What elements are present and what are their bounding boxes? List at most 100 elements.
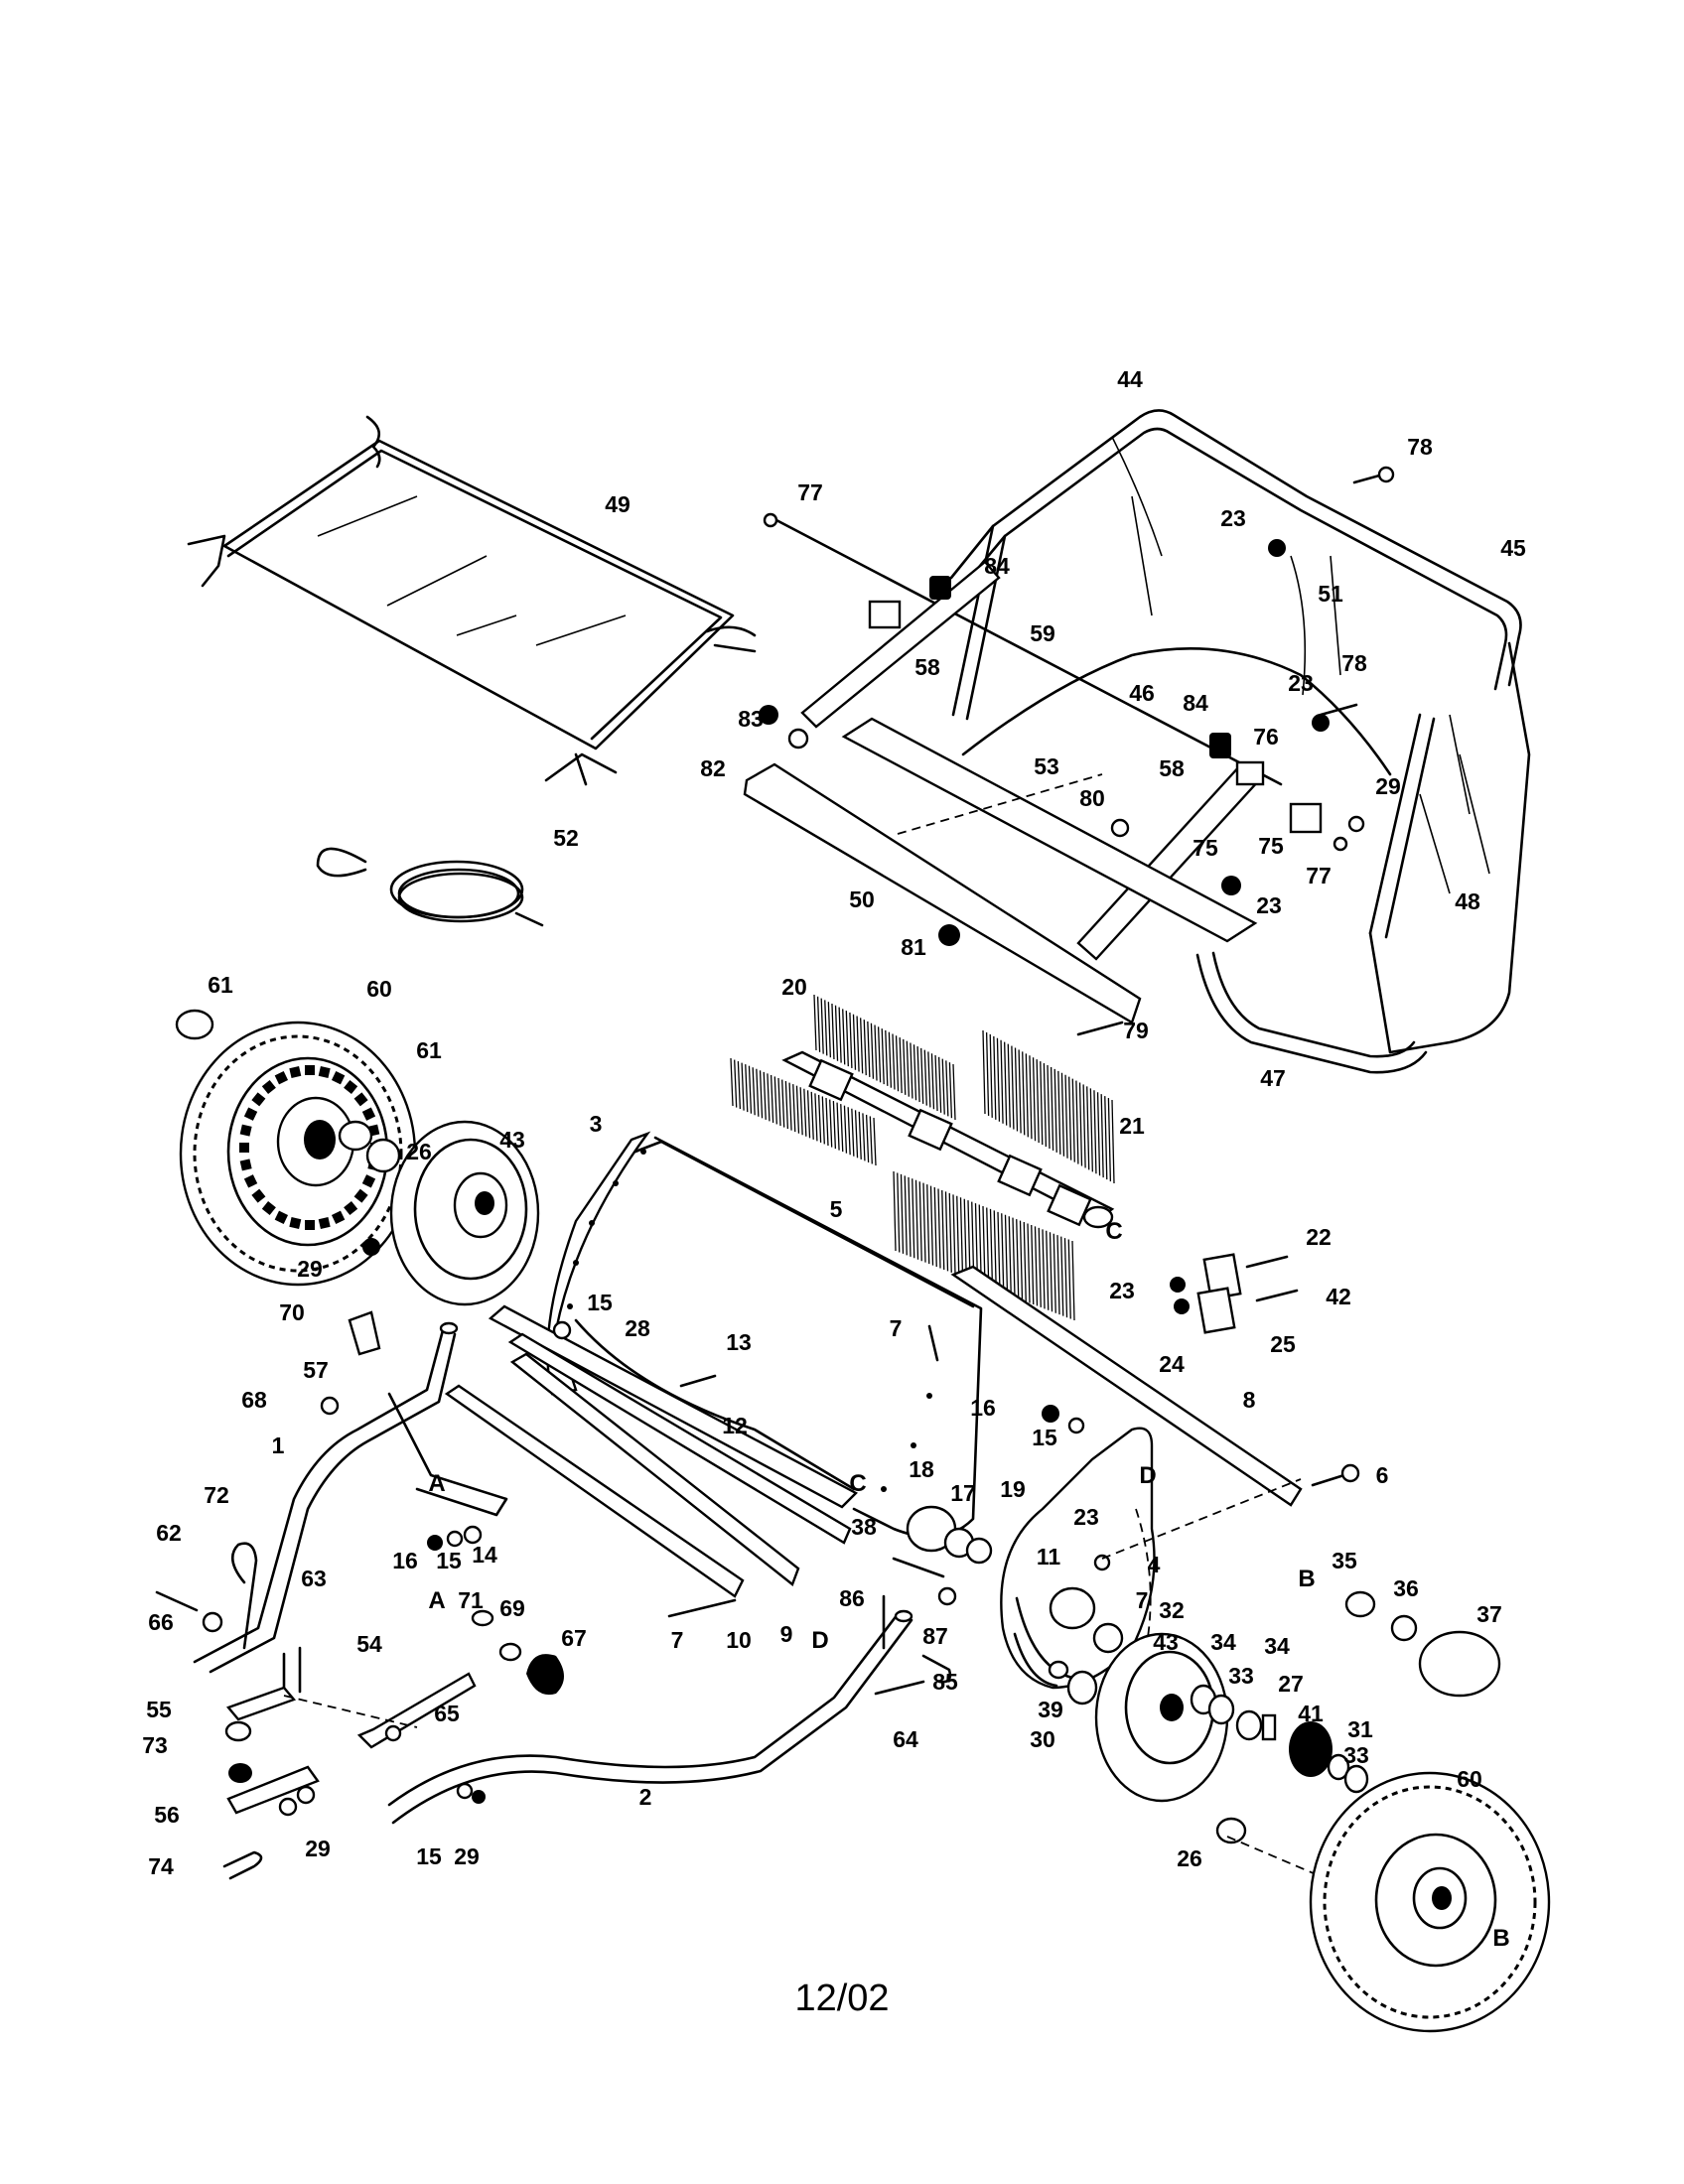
eye-bolt-72 [230, 1542, 258, 1650]
part-label-74: 74 [148, 1853, 174, 1879]
ratchet-41 [1289, 1721, 1333, 1777]
wheel-60-gear-teeth [239, 1065, 380, 1230]
part-label-5: 5 [830, 1196, 843, 1222]
part-label-28: 28 [625, 1315, 650, 1341]
clamp-55 [225, 1686, 297, 1721]
part-label-18: 18 [909, 1456, 934, 1482]
part-label-34: 34 [1210, 1629, 1236, 1655]
nut-83 [759, 705, 778, 725]
cover-outline [222, 439, 735, 751]
key-27 [1261, 1713, 1277, 1741]
part-label-43: 43 [1153, 1629, 1179, 1655]
pin-74 [222, 1850, 263, 1880]
brush-bristles [730, 994, 1115, 1321]
spacer-73a [224, 1720, 252, 1742]
reference-letter-C: C [1105, 1218, 1122, 1245]
part-label-66: 66 [148, 1609, 174, 1635]
rail-9 [509, 1352, 800, 1586]
hopper-rail-53 [841, 717, 1258, 943]
part-label-7: 7 [890, 1315, 903, 1341]
hopper-left-post-inner [965, 534, 1007, 721]
part-label-7: 7 [671, 1627, 684, 1653]
housing-front [488, 1131, 983, 1539]
pin-85 [921, 1654, 952, 1684]
cover-outline-inner [226, 449, 723, 741]
hubcap-61a [175, 1009, 214, 1040]
reference-letter-C: C [849, 1470, 866, 1497]
handle-1 [193, 1310, 508, 1674]
part-label-15: 15 [1032, 1425, 1057, 1450]
part-label-72: 72 [204, 1482, 229, 1508]
washer-33b [1343, 1764, 1369, 1794]
part-label-17: 17 [950, 1480, 976, 1506]
washer-30 [1066, 1670, 1098, 1706]
center-hardware [384, 1320, 1302, 1804]
washer-15c [446, 1530, 464, 1548]
bushing-61b [338, 1120, 373, 1152]
part-label-59: 59 [1030, 620, 1055, 646]
bolt-68 [320, 1396, 340, 1416]
part-label-9: 9 [780, 1621, 793, 1647]
part-label-81: 81 [901, 934, 926, 960]
nut-29c [278, 1797, 298, 1817]
cover-corner-bl [187, 534, 226, 588]
part-label-57: 57 [303, 1357, 329, 1383]
part-label-77: 77 [797, 479, 823, 505]
part-label-34: 34 [1264, 1633, 1290, 1659]
washer-87 [937, 1586, 957, 1606]
part-label-33: 33 [1343, 1742, 1369, 1768]
hopper-bracket-75 [1289, 802, 1323, 834]
nut-36 [1390, 1614, 1418, 1642]
part-label-37: 37 [1476, 1601, 1502, 1627]
support-rod [774, 518, 1283, 786]
hopper-rail-hidden-line [897, 773, 1103, 835]
part-label-24: 24 [1159, 1351, 1185, 1377]
washer-65 [384, 1724, 402, 1742]
bushing-11 [1049, 1586, 1096, 1630]
part-label-60: 60 [1457, 1766, 1482, 1792]
reference-letter-A: A [428, 1587, 445, 1614]
part-label-63: 63 [301, 1566, 327, 1591]
nut-82 [787, 728, 809, 750]
hopper-bracket-left [868, 600, 902, 629]
part-label-27: 27 [1278, 1671, 1304, 1697]
part-label-38: 38 [851, 1514, 877, 1540]
spacer-73b [228, 1763, 252, 1783]
part-label-53: 53 [1034, 753, 1059, 779]
part-label-56: 56 [154, 1802, 180, 1828]
hopper-cover-49 [187, 415, 757, 786]
part-label-58: 58 [914, 654, 940, 680]
screw-7c [667, 1598, 737, 1618]
part-label-86: 86 [839, 1585, 865, 1611]
part-label-10: 10 [726, 1627, 752, 1653]
part-label-8: 8 [1243, 1387, 1256, 1413]
hopper-frame-tube [949, 409, 1522, 687]
part-label-21: 21 [1119, 1113, 1145, 1139]
part-label-25: 25 [1270, 1331, 1296, 1357]
part-label-61: 61 [208, 972, 233, 998]
part-label-12: 12 [722, 1413, 748, 1438]
washer-14 [463, 1525, 483, 1545]
part-label-1: 1 [272, 1433, 285, 1458]
nut-23b [1312, 714, 1330, 732]
hopper-bag-shading [1419, 714, 1490, 894]
handle-hardware [155, 1542, 418, 1880]
housing-panel-5-edge [633, 1140, 975, 1308]
hidden-line-right [1101, 1478, 1302, 1560]
screw-13 [679, 1374, 717, 1388]
bungee-cord-52 [316, 847, 544, 927]
hubcap-37 [1418, 1630, 1501, 1698]
handle-bracket-57 [387, 1392, 508, 1517]
part-label-13: 13 [726, 1329, 752, 1355]
hopper-tube-left [800, 560, 1001, 729]
part-label-75: 75 [1193, 835, 1218, 861]
part-label-4: 4 [1148, 1552, 1161, 1577]
brace-bar-8 [950, 1265, 1303, 1507]
hopper-bottom-frame [1195, 953, 1428, 1074]
part-label-84: 84 [1183, 690, 1208, 716]
rail-12 [507, 1332, 852, 1545]
part-label-43: 43 [499, 1127, 525, 1153]
part-label-75: 75 [1258, 833, 1284, 859]
part-label-14: 14 [472, 1542, 497, 1568]
